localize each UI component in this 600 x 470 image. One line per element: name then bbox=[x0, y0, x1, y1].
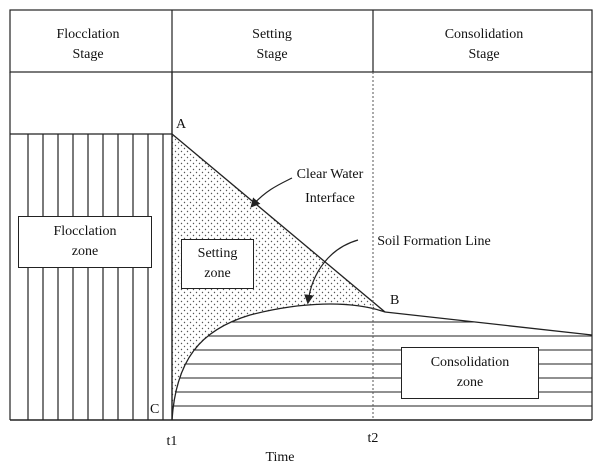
point-c-label: C bbox=[150, 402, 159, 417]
soil-formation-label: Soil Formation Line bbox=[377, 234, 491, 249]
t1-label: t1 bbox=[167, 434, 178, 449]
stage-1-line2: Stage bbox=[72, 47, 103, 62]
stage-header bbox=[9, 9, 593, 73]
soil-formation-arrow bbox=[304, 239, 359, 305]
clear-water-label-line1: Clear Water bbox=[297, 167, 364, 182]
clear-water-interface-line bbox=[171, 133, 386, 313]
point-b-label: B bbox=[390, 293, 399, 308]
soil-formation-curve bbox=[171, 303, 386, 421]
consolidation-line bbox=[384, 311, 593, 336]
setting-zone-dots bbox=[172, 134, 385, 420]
flocclation-zone-line1: Flocclation bbox=[53, 224, 117, 239]
stage-1-line1: Flocclation bbox=[57, 27, 120, 42]
flocclation-hatching bbox=[27, 134, 164, 420]
stage-2-line1: Setting bbox=[252, 27, 292, 42]
consolidation-zone-box: Consolidation zone bbox=[401, 347, 539, 399]
stage-3-line2: Stage bbox=[468, 47, 499, 62]
flocclation-zone-line2: zone bbox=[71, 244, 99, 259]
flocclation-zone-box: Flocclation zone bbox=[18, 216, 152, 268]
stage-2-line2: Stage bbox=[256, 47, 287, 62]
consolidation-zone-line2: zone bbox=[456, 375, 484, 390]
consolidation-zone-line1: Consolidation bbox=[430, 355, 510, 370]
setting-zone-line1: Setting bbox=[197, 246, 238, 261]
clear-water-arrow bbox=[250, 177, 293, 208]
stage-3-line1: Consolidation bbox=[445, 27, 524, 42]
point-a-label: A bbox=[176, 117, 187, 132]
clear-water-label-line2: Interface bbox=[305, 191, 355, 206]
setting-zone-line2: zone bbox=[204, 266, 231, 281]
t2-label: t2 bbox=[368, 431, 379, 446]
setting-zone-box: Setting zone bbox=[181, 239, 254, 289]
time-axis-label: Time bbox=[265, 450, 294, 465]
